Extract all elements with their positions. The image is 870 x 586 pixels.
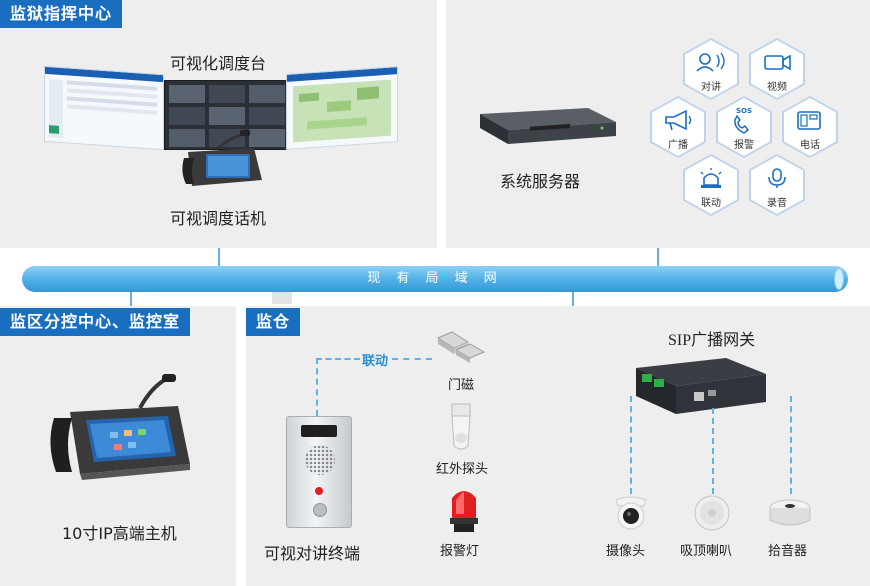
- linkage-label: 联动: [362, 354, 389, 369]
- command-center-link: [218, 248, 220, 266]
- host-label: 10寸IP高端主机: [62, 524, 177, 543]
- terminal-label: 可视对讲终端: [264, 544, 361, 563]
- rack-server-icon: [480, 108, 616, 144]
- camera-icon: [615, 496, 647, 530]
- dispatch-phone-icon: [182, 130, 262, 186]
- feature-label-recording: 录音: [767, 198, 787, 209]
- dashboard-right-screen: [286, 66, 398, 150]
- megaphone-icon: [665, 109, 692, 131]
- alarm-lamp-label: 报警灯: [440, 544, 480, 559]
- camera-label: 摄像头: [606, 544, 646, 559]
- microphone-icon: [768, 168, 786, 188]
- district-center-link: [130, 292, 132, 306]
- ir-detector-icon: [451, 403, 471, 450]
- district-center-tag: 监区分控中心、监控室: [0, 308, 191, 336]
- gateway-label: SIP广播网关: [668, 332, 756, 349]
- terminal-call-icon: [315, 487, 323, 495]
- pickup-label: 拾音器: [768, 544, 808, 559]
- sos-phone-icon: [734, 114, 750, 134]
- lan-label: 现 有 局 域 网: [367, 271, 503, 286]
- cell-tag: 监仓: [246, 308, 301, 336]
- feature-hex-intercom: 对讲: [683, 38, 739, 100]
- sound-pickup-icon: [769, 499, 811, 526]
- terminal-call-button: [313, 503, 327, 517]
- terminal-speaker-grille: [305, 445, 335, 475]
- feature-label-linkage: 联动: [701, 198, 721, 209]
- alarm-lamp-icon: [450, 491, 478, 532]
- ir-detector-label: 红外探头: [436, 462, 489, 477]
- dashboard-center-screen: [164, 80, 288, 150]
- lan-bus: 现 有 局 域 网: [22, 266, 848, 292]
- terminal-camera-strip: [301, 425, 337, 437]
- server-label: 系统服务器: [500, 172, 581, 191]
- feature-label-video: 视频: [767, 82, 787, 93]
- server-link: [657, 248, 659, 266]
- telephone-icon: [797, 111, 821, 130]
- feature-label-telephone: 电话: [800, 140, 820, 151]
- beacon-icon: [700, 168, 722, 188]
- linkage-line-vertical: [316, 358, 318, 416]
- linkage-line-left: [316, 358, 360, 360]
- sip-gateway-icon: [636, 358, 766, 414]
- intercom-terminal-panel: [286, 416, 352, 528]
- door-sensor-icon: [436, 331, 486, 363]
- intercom-icon: [696, 52, 725, 72]
- desk-host-phone-icon: [50, 374, 190, 480]
- feature-label-intercom: 对讲: [701, 82, 721, 93]
- feature-label-broadcast: 广播: [668, 140, 688, 151]
- camera-line: [630, 396, 632, 494]
- door-sensor-label: 门磁: [448, 378, 475, 393]
- ceiling-speaker-icon: [694, 495, 730, 531]
- cell-link: [572, 292, 574, 306]
- command-center-tag: 监狱指挥中心: [0, 0, 123, 28]
- phone-label: 可视调度话机: [170, 209, 267, 228]
- feature-label-alarm: 报警: [734, 140, 754, 151]
- bus-stub: [272, 292, 292, 304]
- linkage-line-right: [392, 358, 432, 360]
- video-camera-icon: [764, 54, 791, 71]
- bus-end-cap: [834, 268, 844, 290]
- console-label: 可视化调度台: [170, 54, 267, 73]
- sos-badge: SOS: [735, 107, 753, 115]
- pickup-line: [790, 396, 792, 494]
- speaker-line: [712, 408, 714, 494]
- dashboard-left-screen: [44, 65, 164, 151]
- speaker-label: 吸顶喇叭: [680, 544, 733, 559]
